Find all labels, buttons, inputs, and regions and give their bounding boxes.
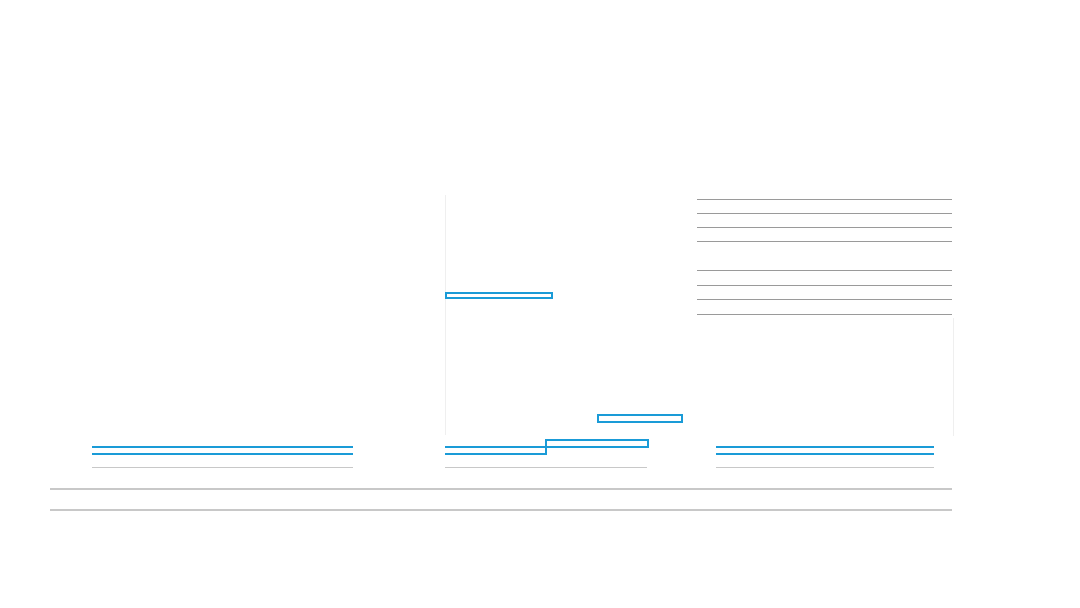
right-table-rule [697,314,952,315]
right-table-rule [697,299,952,300]
middle-accent-line-top [445,446,547,448]
right-table-rule [697,285,952,286]
right-rule [716,467,934,468]
right-table-rule [697,270,952,271]
left-accent-line-bottom [92,453,353,455]
right-table-rule [697,241,952,242]
middle-panel-divider [445,195,446,435]
right-panel-divider [953,318,954,436]
right-table-rule [697,213,952,214]
middle-outlined-bar-lower-middle [545,439,649,448]
right-accent-line-bottom [716,453,934,455]
middle-accent-connector [545,446,547,455]
left-accent-line-top [92,446,353,448]
middle-accent-line-bottom [445,453,547,455]
left-rule [92,467,353,468]
middle-outlined-bar-upper [445,292,553,299]
middle-outlined-bar-lower-right [597,414,683,423]
middle-rule [445,467,647,468]
footer-rule-top [50,488,952,490]
right-accent-line-top [716,446,934,448]
right-table-rule [697,227,952,228]
footer-rule-bottom [50,509,952,511]
right-table-rule [697,199,952,200]
